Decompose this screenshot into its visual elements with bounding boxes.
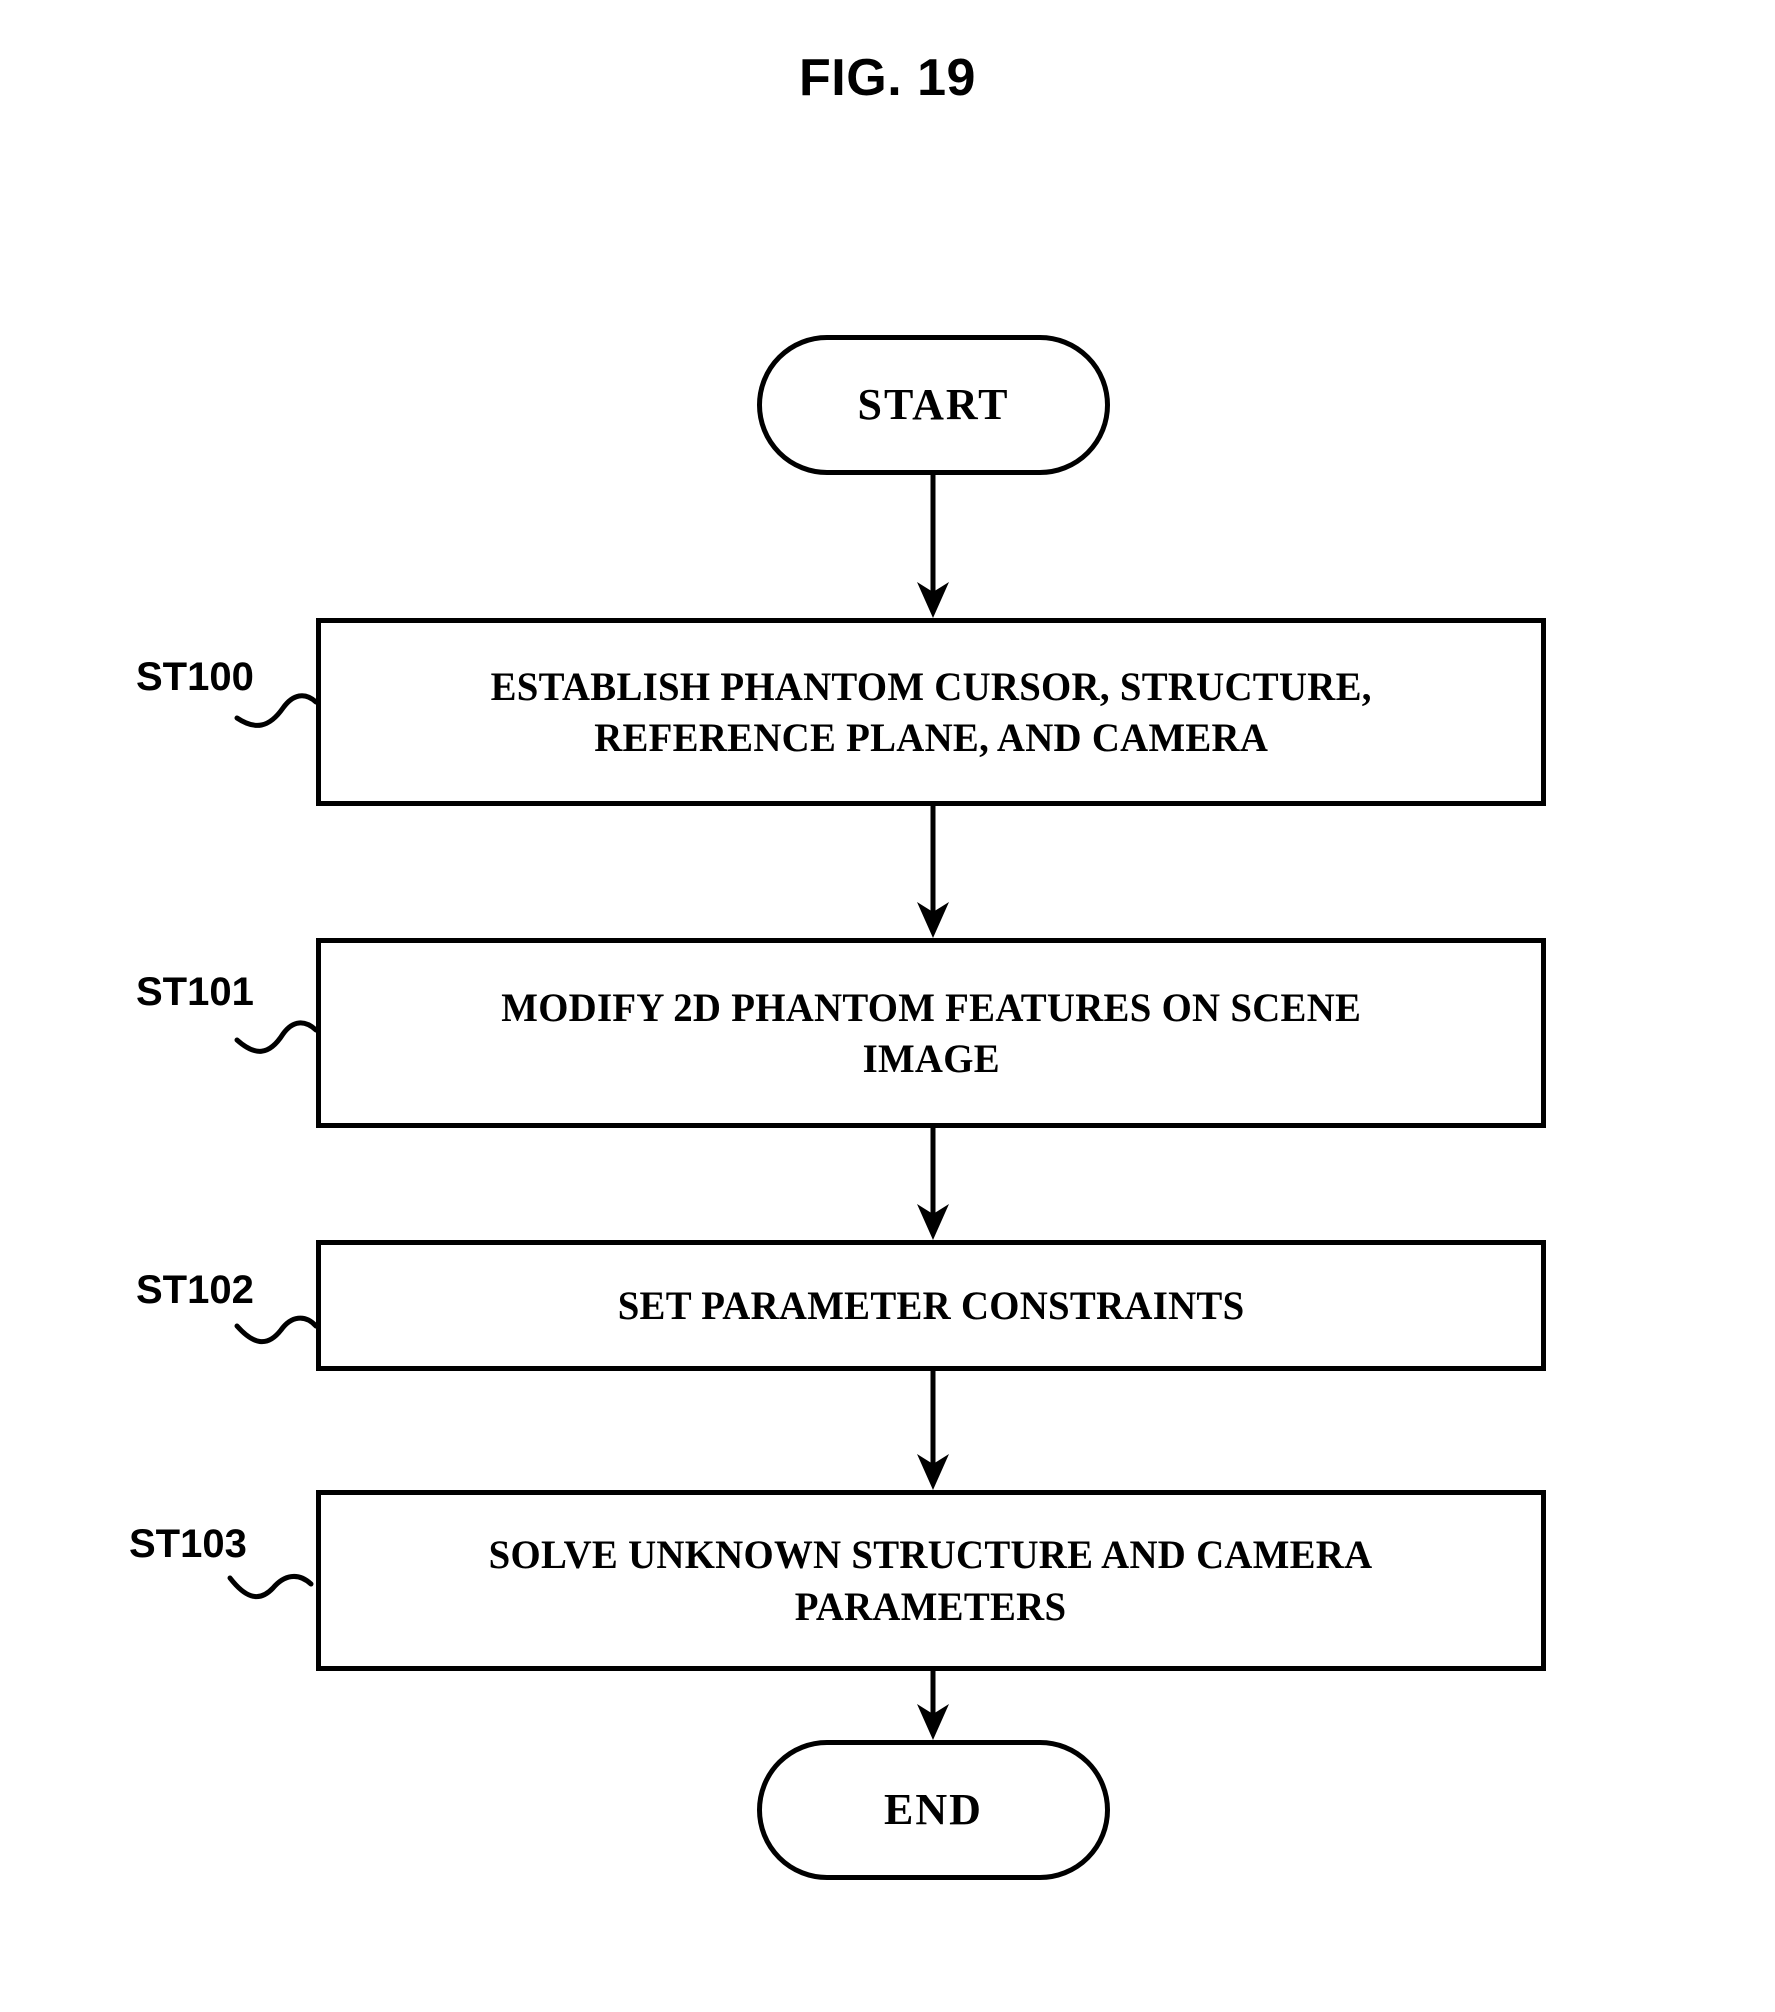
- node-st101-line1: MODIFY 2D PHANTOM FEATURES ON SCENE: [501, 984, 1361, 1030]
- node-st101-line2: IMAGE: [862, 1036, 1000, 1081]
- node-st100-text: ESTABLISH PHANTOM CURSOR, STRUCTURE, REF…: [490, 661, 1371, 763]
- step-reference-st100: ST100: [136, 655, 254, 699]
- node-st100-line2: REFERENCE PLANE, AND CAMERA: [594, 715, 1268, 760]
- flowchart-node-st100: ESTABLISH PHANTOM CURSOR, STRUCTURE, REF…: [316, 618, 1546, 806]
- connector-st100-to-st101: [917, 806, 949, 938]
- connector-st102-to-st103: [917, 1371, 949, 1490]
- connector-st103-to-end: [917, 1671, 949, 1740]
- node-st101-text: MODIFY 2D PHANTOM FEATURES ON SCENE IMAG…: [501, 982, 1361, 1084]
- step-reference-st103: ST103: [129, 1522, 247, 1566]
- connector-st101-to-st102: [917, 1128, 949, 1240]
- leader-line-st102: [234, 1315, 319, 1344]
- flowchart-node-start: START: [757, 335, 1110, 475]
- node-st100-line1: ESTABLISH PHANTOM CURSOR, STRUCTURE,: [490, 663, 1372, 709]
- leader-line-st101: [234, 1020, 319, 1054]
- node-st102-text: SET PARAMETER CONSTRAINTS: [618, 1280, 1245, 1331]
- flowchart-node-st103: SOLVE UNKNOWN STRUCTURE AND CAMERA PARAM…: [316, 1490, 1546, 1671]
- flowchart-node-st101: MODIFY 2D PHANTOM FEATURES ON SCENE IMAG…: [316, 938, 1546, 1128]
- node-st103-line2: PARAMETERS: [795, 1583, 1067, 1629]
- flowchart-node-st102: SET PARAMETER CONSTRAINTS: [316, 1240, 1546, 1371]
- node-st103-line1: SOLVE UNKNOWN STRUCTURE AND CAMERA: [489, 1532, 1373, 1578]
- node-start-label: START: [857, 379, 1010, 429]
- step-reference-st102: ST102: [136, 1268, 254, 1312]
- connector-start-to-st100: [917, 475, 949, 618]
- node-st103-text: SOLVE UNKNOWN STRUCTURE AND CAMERA PARAM…: [489, 1529, 1373, 1631]
- flowchart-node-end: END: [757, 1740, 1110, 1880]
- step-reference-st101: ST101: [136, 970, 254, 1014]
- figure-title: FIG. 19: [799, 49, 976, 107]
- node-end-label: END: [884, 1784, 983, 1834]
- leader-line-st103: [227, 1574, 314, 1600]
- leader-line-st100: [234, 693, 319, 728]
- node-st102-line1: SET PARAMETER CONSTRAINTS: [617, 1282, 1245, 1328]
